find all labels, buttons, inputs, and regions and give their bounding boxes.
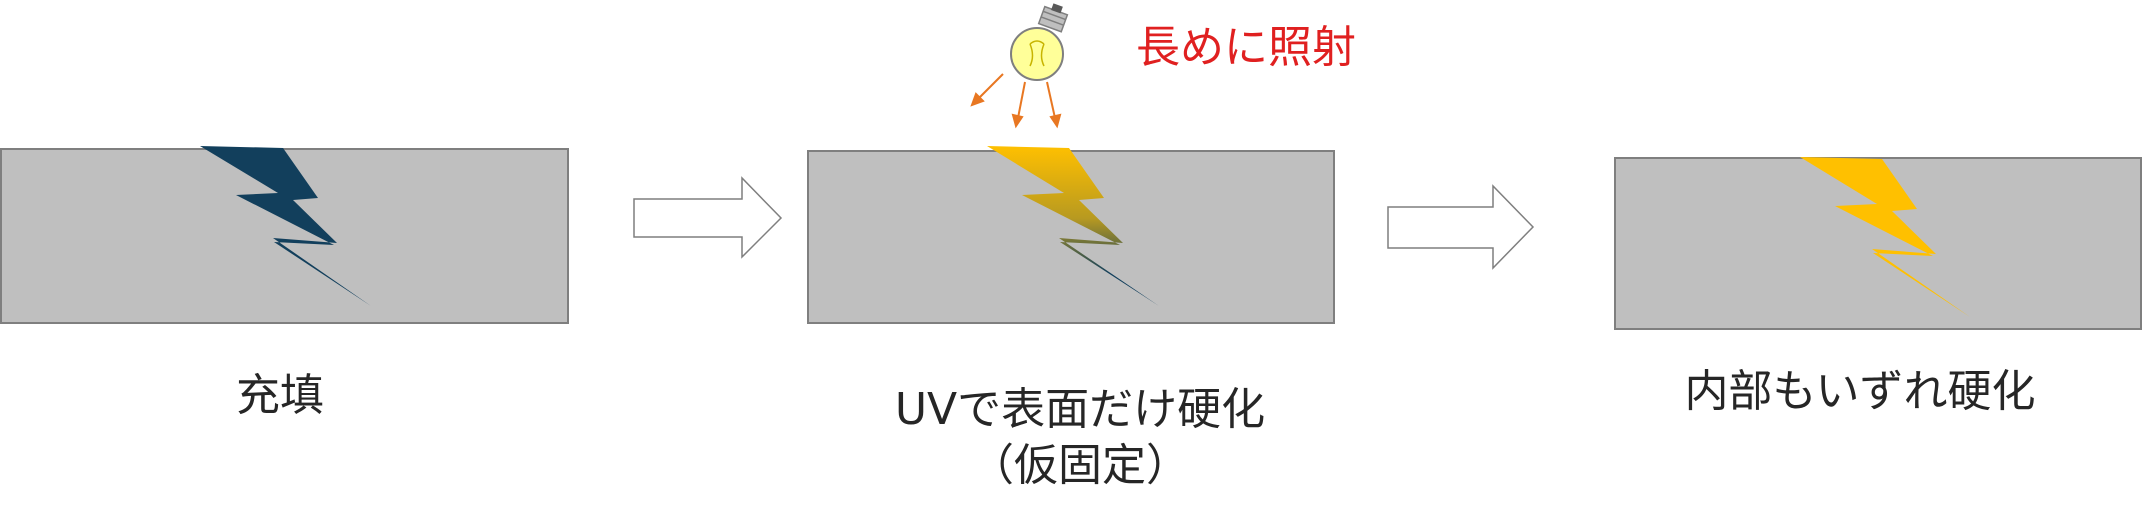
lightning-crack-surface-cured	[987, 146, 1159, 306]
right-arrow-icon	[1387, 184, 1535, 270]
step-label-uv-line2: （仮固定）	[970, 440, 1190, 491]
lightning-crack-uncured	[200, 146, 371, 306]
step-label-cured: 内部もいずれ硬化	[1684, 366, 2036, 417]
right-arrow-icon	[633, 176, 783, 259]
light-bulb-icon	[1010, 3, 1069, 81]
step-label-fill: 充填	[236, 370, 324, 421]
light-rays	[970, 73, 1062, 129]
step-label-uv-line1: UVで表面だけ硬化	[894, 384, 1266, 435]
irradiation-note: 長めに照射	[1136, 22, 1356, 73]
lightning-crack-cured	[1800, 157, 1970, 317]
